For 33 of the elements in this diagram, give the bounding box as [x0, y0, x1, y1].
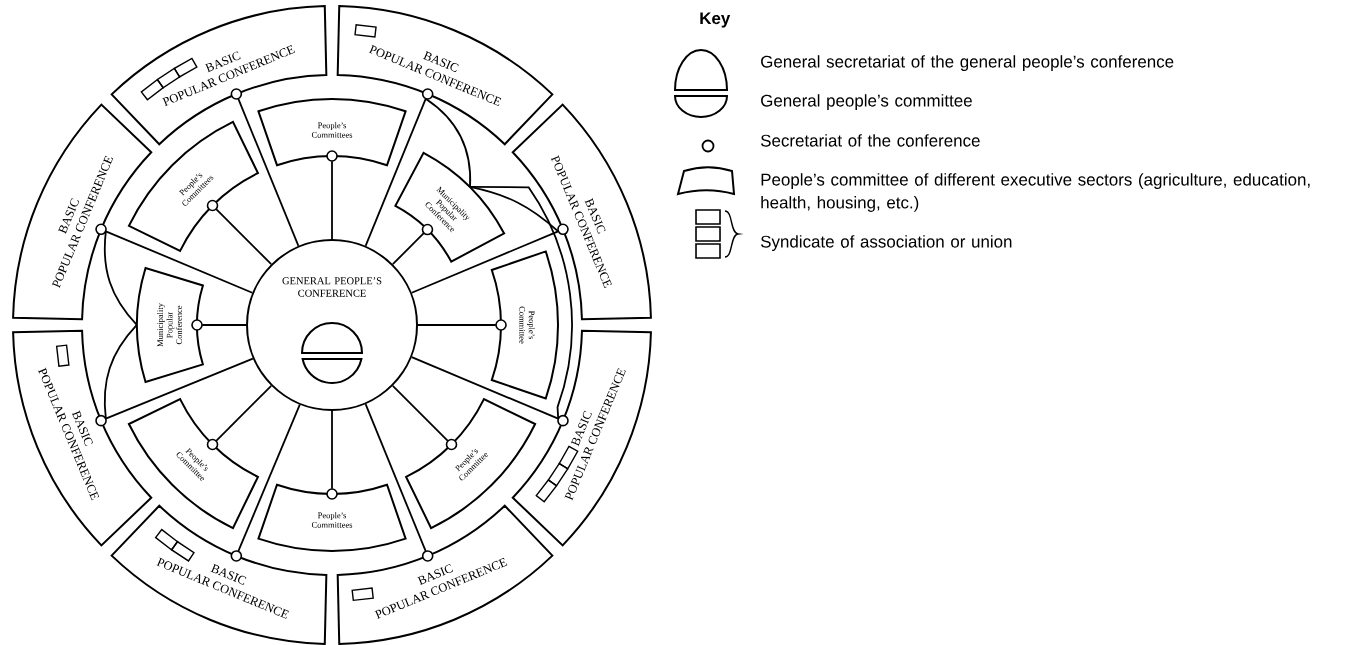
connector-line — [201, 324, 247, 326]
connector-line — [104, 230, 254, 294]
committee-box: People’s Committees — [257, 483, 407, 552]
legend-title: Key — [700, 12, 731, 28]
connector-line — [410, 230, 560, 294]
connector-line — [331, 160, 333, 240]
legend-text: General people’s committee — [761, 94, 972, 110]
connector-line — [391, 384, 449, 442]
connector-line — [364, 97, 427, 247]
legend-text: General secretariat of the general people’s conference — [761, 55, 1174, 71]
legend-text: People’s committee of different executive sectors (agriculture, education, health, housing, etc.) — [761, 173, 1310, 212]
committee-box: People’s Committee — [490, 250, 559, 400]
connector-line — [215, 208, 273, 266]
semicircle — [301, 322, 363, 354]
conference-ring: GENERAL PEOPLE’S CONFERENCE — [246, 239, 418, 411]
committee-box: People’s Committees — [257, 98, 407, 167]
connector-line — [103, 324, 138, 420]
connector-line — [331, 410, 333, 490]
connector-line — [104, 357, 254, 420]
connector-line — [237, 97, 300, 247]
connector-line — [103, 230, 138, 326]
connector-line — [391, 232, 425, 266]
connector-line — [215, 384, 273, 442]
connector-line — [469, 186, 573, 420]
legend-text: Secretariat of the conference — [760, 134, 980, 147]
connector-line — [424, 97, 472, 188]
semicircle — [301, 358, 363, 384]
municipality-box: Municipality Popular Conference — [136, 267, 204, 383]
legend-text: Syndicate of association or union — [760, 235, 1012, 251]
connector-line — [410, 356, 560, 420]
connector-line — [237, 403, 301, 553]
connector-line — [417, 324, 497, 326]
connector-line — [364, 403, 427, 553]
